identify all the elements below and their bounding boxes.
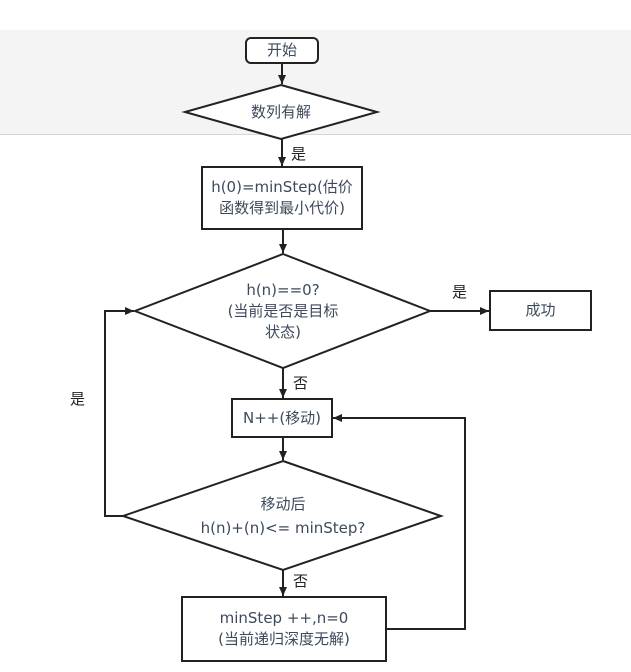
init-process: h(0)=minStep(估价 函数得到最小代价): [202, 177, 362, 219]
edge-label-goal-no: 否: [293, 374, 309, 392]
check-decision: 移动后 h(n)+(n)<= minStep?: [173, 494, 393, 539]
deepen-process: minStep ++,n=0 (当前递归深度无解): [182, 608, 386, 650]
init-process-label-line2: 函数得到最小代价): [219, 199, 345, 217]
edge-label-solvable-yes: 是: [291, 145, 307, 163]
goal-decision-label-line3: 状态): [265, 323, 301, 341]
edge-label-loop-yes: 是: [70, 390, 86, 408]
goal-decision-label-line1: h(n)==0?: [246, 281, 320, 299]
init-process-label-line1: h(0)=minStep(估价: [211, 178, 353, 196]
check-decision-label-line2: h(n)+(n)<= minStep?: [200, 519, 366, 537]
goal-decision: h(n)==0? (当前是否是目标 状态): [193, 280, 373, 343]
deepen-process-shape: [181, 596, 387, 662]
check-decision-label-line1: 移动后: [260, 495, 306, 513]
connector-deepen-loop-to-move: [333, 414, 466, 630]
init-process-shape: [201, 166, 363, 230]
start-node-label: 开始: [266, 41, 297, 59]
move-process-shape: [231, 398, 333, 438]
connector-check-loop-to-goal: [104, 307, 134, 517]
move-process: N++(移动): [232, 408, 332, 429]
edge-label-check-no: 否: [293, 572, 309, 590]
deepen-process-label-line2: (当前递归深度无解): [218, 630, 350, 648]
start-node: 开始: [246, 40, 318, 61]
solvable-decision: 数列有解: [200, 102, 362, 123]
goal-decision-label-line2: (当前是否是目标: [227, 302, 339, 320]
success-node: 成功: [490, 300, 591, 321]
solvable-decision-label: 数列有解: [250, 103, 311, 121]
success-node-shape: [489, 290, 592, 331]
header-divider: [0, 134, 631, 135]
deepen-process-label-line1: minStep ++,n=0: [219, 609, 349, 627]
success-node-label: 成功: [525, 301, 556, 319]
move-process-label: N++(移动): [242, 409, 322, 427]
edge-label-goal-yes: 是: [452, 283, 468, 301]
